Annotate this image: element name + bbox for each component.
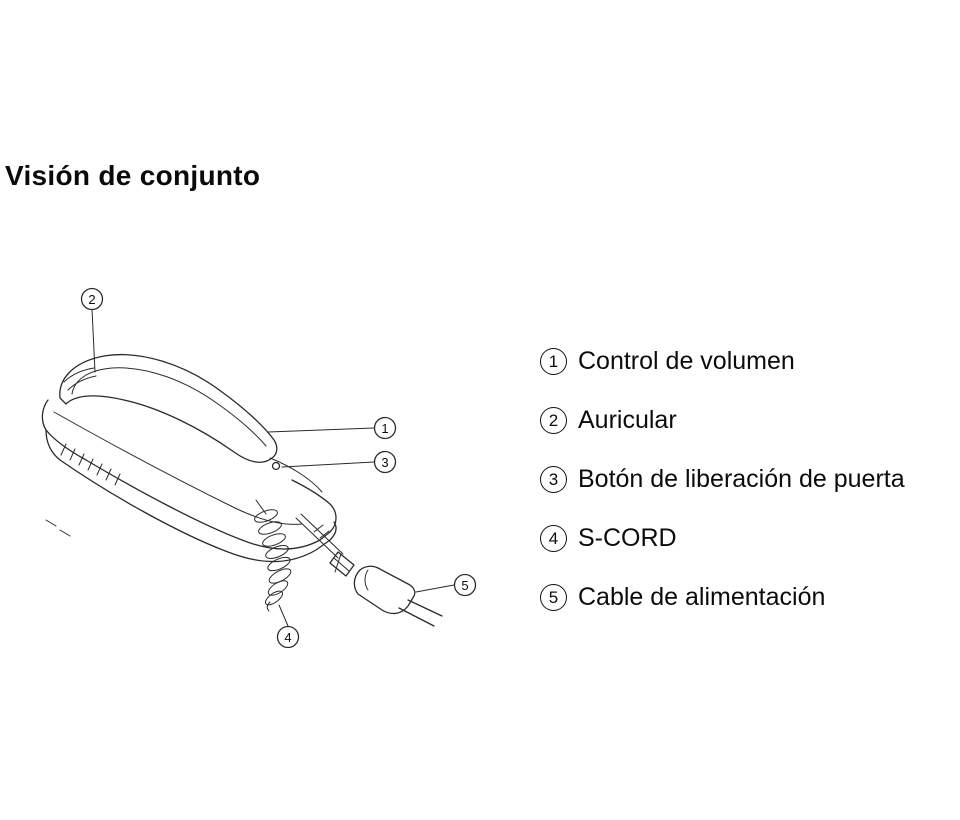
legend-item-label-3: Botón de liberación de puerta: [578, 464, 905, 493]
callout-1: 1: [267, 416, 397, 440]
legend-item-volume: 1 Control de volumen: [540, 344, 905, 378]
legend-number-badge-1: 1: [540, 347, 567, 375]
legend: 1 Control de volumen 2 Auricular 3 Botón…: [540, 344, 905, 639]
legend-number-badge-5: 5: [540, 583, 567, 611]
callout-2-number: 2: [88, 292, 95, 307]
callout-4-number: 4: [284, 630, 291, 645]
callout-5-number: 5: [461, 578, 468, 593]
callout-1-number: 1: [381, 421, 388, 436]
legend-item-power-cable: 5 Cable de alimentación: [540, 580, 905, 614]
legend-item-label-4: S-CORD: [578, 523, 677, 552]
callout-5: 5: [415, 573, 477, 597]
legend-item-label-1: Control de volumen: [578, 346, 795, 375]
callout-2: 2: [80, 287, 104, 373]
legend-item-s-cord: 4 S-CORD: [540, 521, 905, 555]
phone-diagram-svg: 2 1 3 5 4: [41, 287, 477, 649]
power-plug: [353, 565, 443, 627]
legend-item-door-release: 3 Botón de liberación de puerta: [540, 462, 905, 496]
power-cord: [295, 513, 355, 577]
callout-4: 4: [276, 604, 300, 649]
phone-overview-diagram: 2 1 3 5 4: [20, 280, 500, 660]
callout-3: 3: [281, 450, 397, 474]
legend-number-badge-2: 2: [540, 406, 567, 434]
legend-item-label-2: Auricular: [578, 405, 677, 434]
legend-number-badge-4: 4: [540, 524, 567, 552]
s-cord-coil: [254, 499, 292, 612]
legend-item-label-5: Cable de alimentación: [578, 582, 826, 611]
legend-number-badge-3: 3: [540, 465, 567, 493]
legend-item-auricular: 2 Auricular: [540, 403, 905, 437]
door-release-button-dot: [271, 461, 281, 471]
page-title: Visión de conjunto: [5, 160, 261, 191]
handset-outline: [59, 353, 278, 463]
callout-3-number: 3: [381, 455, 388, 470]
speaker-grill: [60, 443, 121, 486]
base-outline: [41, 399, 337, 563]
